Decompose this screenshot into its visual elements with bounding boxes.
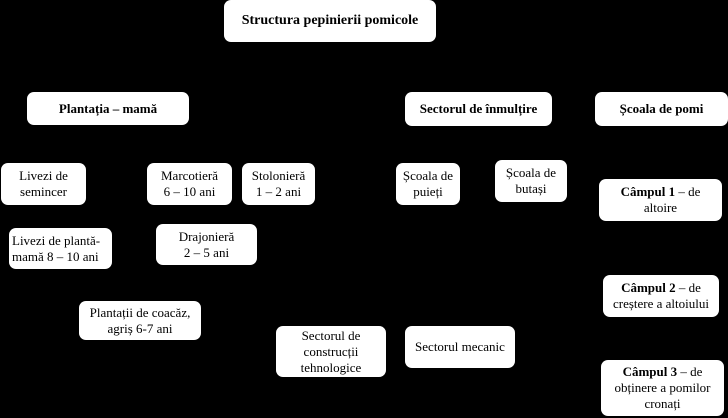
node-label: – de xyxy=(675,280,701,295)
node-label: 2 – 5 ani xyxy=(183,244,230,260)
node-label: agriș 6-7 ani xyxy=(107,320,173,336)
node-label: – de xyxy=(677,364,703,379)
node-label: semincer xyxy=(20,184,67,199)
node-label: 1 – 2 ani xyxy=(255,184,302,199)
node-label: creștere a altoiului xyxy=(612,296,709,311)
node-label: Școala de xyxy=(402,168,454,183)
node-plantatia-mama: Plantația – mamă xyxy=(27,92,189,125)
node-label: Școala de xyxy=(505,165,557,180)
node-label: construcții xyxy=(303,343,359,359)
node-label: Drajonieră xyxy=(178,228,235,244)
node-label: Marcotieră xyxy=(160,168,219,183)
diagram-title: Structura pepinierii pomicole xyxy=(224,0,436,42)
node-label: – de xyxy=(675,184,701,199)
node-label: Sectorul de xyxy=(301,327,361,343)
node-label: Sectorul de înmulțire xyxy=(419,101,538,116)
node-label: altoire xyxy=(643,200,678,215)
node-label: Stolonieră xyxy=(251,168,306,183)
node-label: Plantații de coacăz, xyxy=(89,304,191,320)
node-label: Școala de pomi xyxy=(619,101,704,116)
node-label: 6 – 10 ani xyxy=(163,184,216,199)
node-sectorul-inmultire: Sectorul de înmulțire xyxy=(405,92,552,126)
node-label-bold: Câmpul 3 xyxy=(622,364,678,379)
node-label: Livezi de plantă- xyxy=(12,232,101,248)
node-label: Livezi de xyxy=(19,168,68,183)
node-scoala-pomi: Școala de pomi xyxy=(595,92,728,126)
node-label: Plantația – mamă xyxy=(58,100,158,116)
node-plantatii-coacaz: Plantații de coacăz,agriș 6-7 ani xyxy=(79,301,201,340)
node-label: tehnologice xyxy=(300,359,362,375)
node-label-bold: Câmpul 2 xyxy=(621,280,676,295)
node-label: butași xyxy=(515,181,547,196)
node-label: mamă 8 – 10 ani xyxy=(12,248,99,264)
node-label: cronați xyxy=(644,396,681,411)
node-sectorul-mecanic: Sectorul mecanic xyxy=(405,326,515,368)
node-label-bold: Câmpul 1 xyxy=(620,184,676,199)
node-label: obținere a pomilor xyxy=(614,380,711,395)
node-label: puieți xyxy=(413,184,443,199)
title-text: Structura pepinierii pomicole xyxy=(241,13,419,28)
node-livezi-planta-mama: Livezi de plantă-mamă 8 – 10 ani xyxy=(9,228,112,269)
node-label: Sectorul mecanic xyxy=(415,339,505,354)
